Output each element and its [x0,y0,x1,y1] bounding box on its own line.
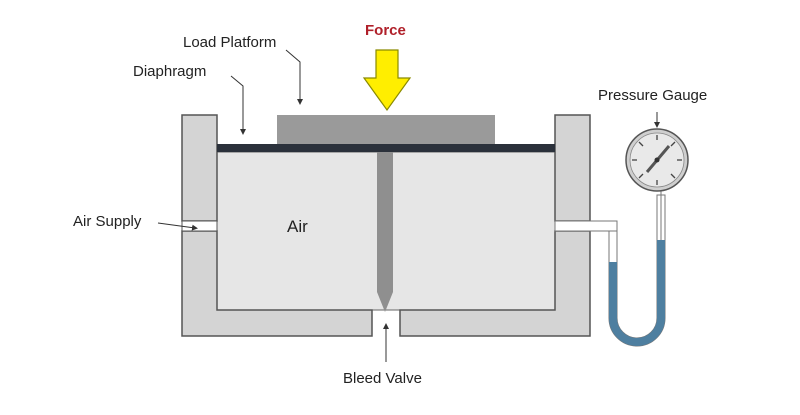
air-supply-leader [157,222,198,231]
manometer-fluid [609,240,665,346]
bleed-valve-label: Bleed Valve [343,370,422,387]
air-supply-inlet [181,220,218,232]
diaphragm [217,144,555,152]
bleed-valve-needle [377,152,393,312]
force-label: Force [365,22,406,39]
right-wall-upper [554,114,591,222]
pressure-gauge-label: Pressure Gauge [598,87,708,104]
pressure-gauge [625,128,689,192]
air-label: Air [287,217,308,236]
load-platform-leader [285,49,303,105]
diaphragm-label: Diaphragm [133,63,207,80]
load-platform [277,115,495,144]
left-wall-upper [181,114,218,222]
air-supply-label: Air Supply [73,213,142,230]
force-arrow [362,49,412,112]
diaphragm-leader [230,75,246,135]
gauge-outlet-pipe [554,220,618,232]
load-platform-label: Load Platform [183,34,277,51]
